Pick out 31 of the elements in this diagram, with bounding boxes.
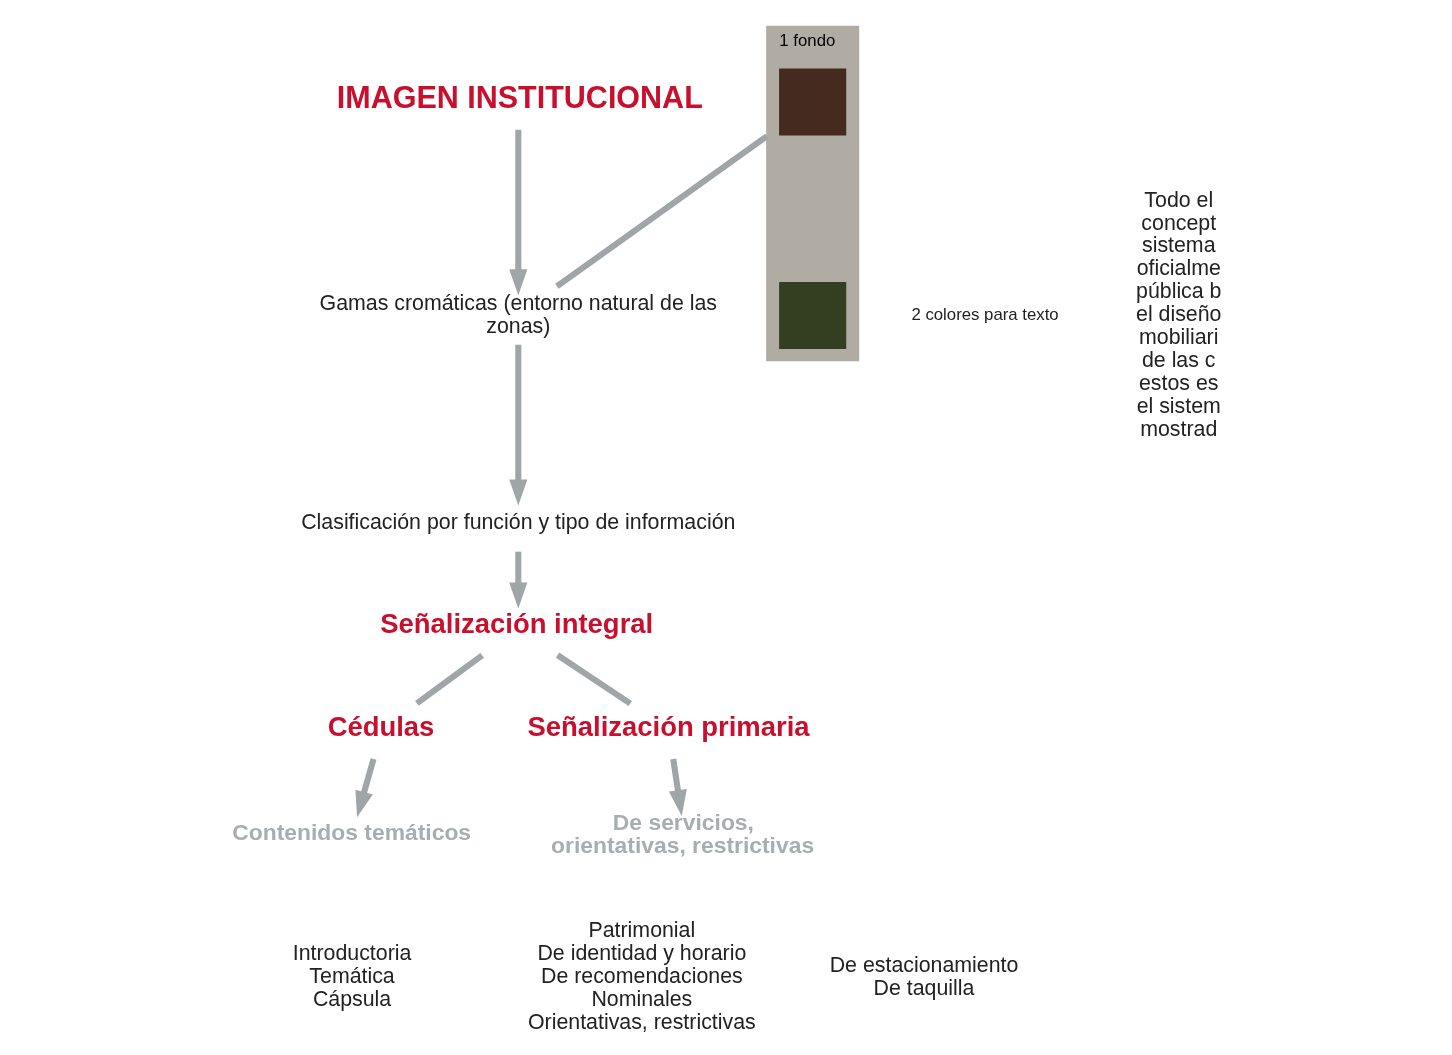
label: Cápsula xyxy=(312,986,391,1011)
label: Patrimonial xyxy=(587,918,695,943)
label: 2 colores para texto xyxy=(910,304,1059,324)
label: De identidad y horario xyxy=(536,941,746,966)
node-box xyxy=(778,68,846,136)
label: Nominales xyxy=(590,986,692,1011)
label: Orientativas, restrictivas xyxy=(527,1009,756,1034)
connector xyxy=(554,133,769,289)
label: Todo el concept sistema oficialme pública b el diseño mobiliari de las c estos es el sistem mostrad xyxy=(1135,187,1221,441)
arrow xyxy=(668,758,687,816)
label: Introductoria xyxy=(292,941,411,966)
arrow xyxy=(508,551,527,609)
label: De estacionamiento xyxy=(829,952,1018,977)
label: De taquilla xyxy=(873,975,974,1000)
node-box xyxy=(778,281,846,350)
label: De recomendaciones xyxy=(540,964,743,989)
node-text: De servicios, orientativas, restrictivas xyxy=(550,809,814,859)
node-text: Señalización integral xyxy=(379,607,653,639)
node-text: Clasificación por función y tipo de información xyxy=(300,510,735,535)
connector xyxy=(555,652,632,707)
node-text: Contenidos temáticos xyxy=(231,819,471,846)
arrow xyxy=(508,129,527,296)
label: Temática xyxy=(308,964,395,989)
arrow xyxy=(354,758,376,818)
node-text: Señalización primaria xyxy=(526,711,810,743)
cluster: 1 fondo xyxy=(765,25,859,362)
arrow xyxy=(508,344,527,506)
node-text: IMAGEN INSTITUCIONAL xyxy=(336,80,703,115)
node-text: Cédulas xyxy=(327,711,434,743)
connector xyxy=(414,652,484,706)
node-text: Gamas cromáticas (entorno natural de las zonas) xyxy=(319,290,717,338)
